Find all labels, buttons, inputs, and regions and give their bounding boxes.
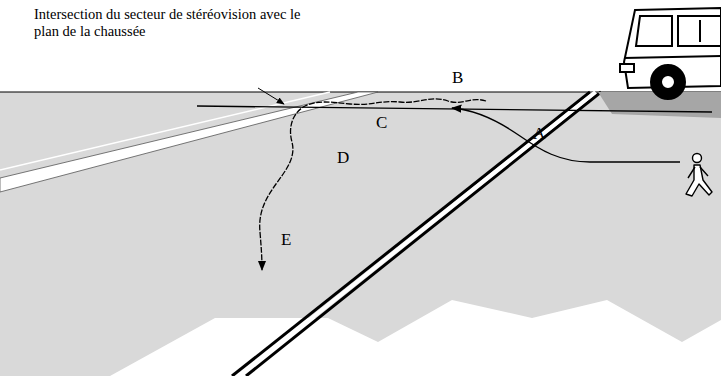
point-letter: A [533, 124, 545, 144]
point-letter: E [281, 230, 291, 250]
point-letter: D [337, 148, 349, 168]
point-letter: C [376, 113, 387, 133]
road-surface [0, 92, 721, 376]
lane-line [232, 92, 590, 376]
trajectory [452, 108, 680, 162]
car [620, 8, 721, 99]
leader-line [258, 88, 284, 104]
stereo-sector-line [197, 106, 712, 112]
callout-note: Intersection du secteur de stéréovision … [34, 6, 324, 39]
point-letter: B [452, 68, 463, 88]
lane-marking [0, 92, 330, 170]
lane-line [246, 92, 601, 376]
cut-edge [110, 300, 721, 376]
trajectory [260, 99, 486, 270]
lane-line [239, 92, 596, 376]
pedestrian [686, 154, 712, 197]
